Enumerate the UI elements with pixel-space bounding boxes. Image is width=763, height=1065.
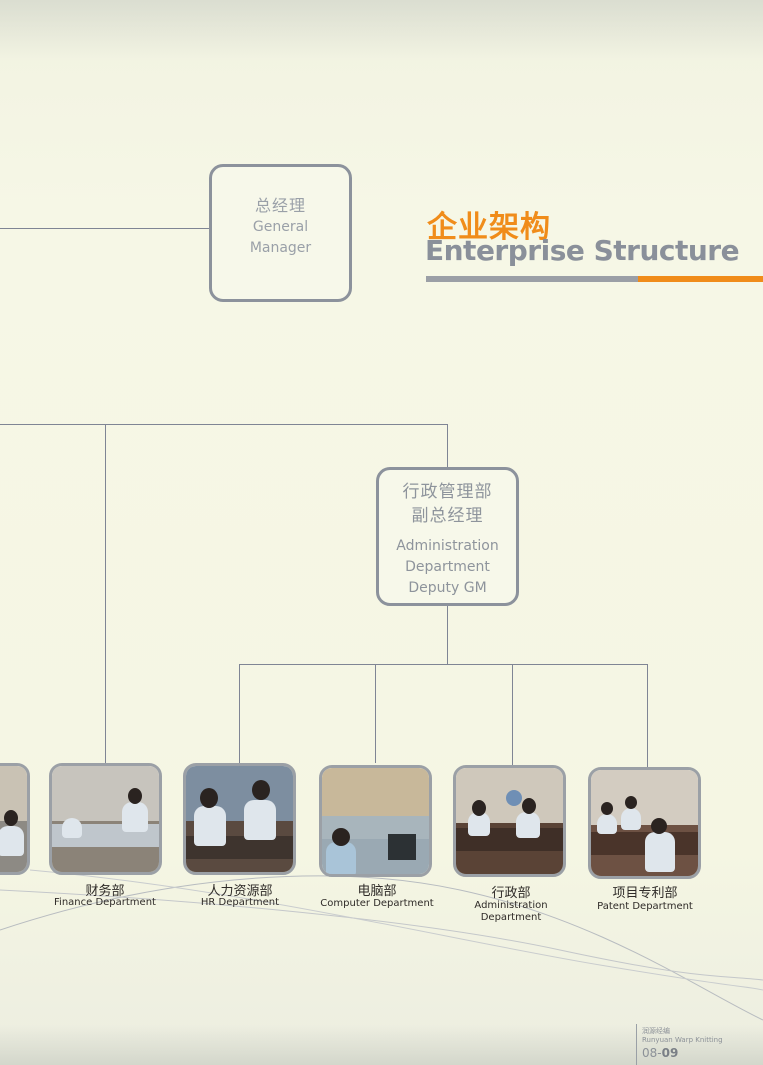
- bottom-shadow: [0, 1025, 763, 1065]
- admin-title-en-2: Department: [405, 559, 490, 575]
- patent-label-en: Patent Department: [597, 901, 693, 912]
- administration-label-en-2: Department: [480, 912, 542, 923]
- hr-drop-line: [239, 664, 240, 763]
- admin-department-box: 行政管理部 副总经理 Administration Department Dep…: [376, 467, 519, 606]
- admin-title-zh-2: 副总经理: [411, 506, 484, 526]
- patent-label-zh: 项目专利部: [612, 886, 678, 901]
- curve-3: [29, 869, 763, 991]
- administration-drop-line: [512, 664, 513, 765]
- computer-label-en: Computer Department: [320, 898, 434, 909]
- gm-connector-line: [0, 228, 209, 229]
- computer-label-zh: 电脑部: [357, 884, 397, 899]
- finance-label-zh: 财务部: [85, 884, 125, 899]
- heading-zh: 企业架构: [427, 210, 551, 245]
- finance-drop-line: [105, 424, 106, 763]
- administration-department-photo: [453, 765, 566, 877]
- heading-underline-gray: [426, 276, 638, 282]
- curve-2: [0, 889, 763, 981]
- patent-department-photo: [588, 767, 701, 879]
- footer-page-current: 09: [661, 1046, 679, 1060]
- top-shadow: [0, 0, 763, 60]
- computer-department-photo: [319, 765, 432, 877]
- gm-title-en-2: Manager: [249, 240, 312, 256]
- admin-title-en-1: Administration: [396, 538, 499, 554]
- footer-company-zh: 润源经编: [642, 1027, 670, 1035]
- footer-page-number: 08-09: [642, 1046, 678, 1060]
- heading-underline-orange: [638, 276, 763, 282]
- page-footer: 润源经编 Runyuan Warp Knitting 08-09: [636, 1024, 763, 1065]
- partial-department-photo: [0, 763, 30, 875]
- computer-drop-line: [375, 664, 376, 763]
- hr-department-photo: [183, 763, 296, 875]
- admin-title-zh-1: 行政管理部: [402, 482, 493, 502]
- gm-title-zh: 总经理: [254, 196, 306, 215]
- heading-en: Enterprise Structure: [425, 234, 740, 267]
- top-branch-line: [0, 424, 447, 425]
- gm-title-en-1: General: [252, 219, 309, 235]
- admin-down-line: [447, 606, 448, 664]
- footer-company-en: Runyuan Warp Knitting: [642, 1036, 723, 1044]
- general-manager-box: 总经理 General Manager: [209, 164, 352, 302]
- patent-drop-line: [647, 664, 648, 767]
- sub-branch-line: [239, 664, 648, 665]
- footer-page-prefix: 08-: [642, 1046, 662, 1060]
- admin-title-en-3: Deputy GM: [408, 580, 487, 596]
- admin-drop-line: [447, 424, 448, 467]
- finance-department-photo: [49, 763, 162, 875]
- hr-label-en: HR Department: [200, 897, 280, 908]
- administration-label-zh: 行政部: [491, 886, 531, 901]
- finance-label-en: Finance Department: [54, 897, 156, 908]
- administration-label-en-1: Administration: [474, 900, 548, 911]
- hr-label-zh: 人力资源部: [207, 884, 273, 899]
